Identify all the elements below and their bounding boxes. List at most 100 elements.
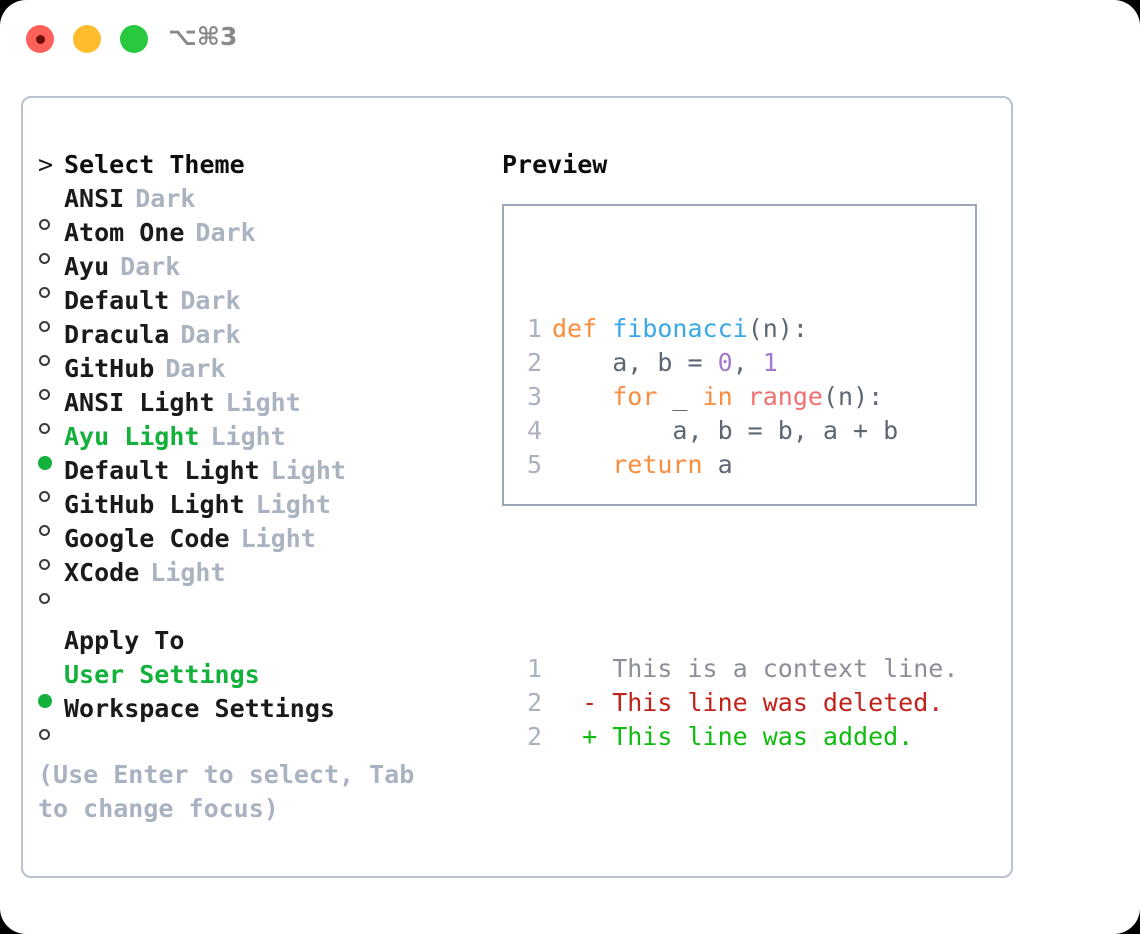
code-token bbox=[552, 382, 612, 411]
theme-name: Ayu bbox=[64, 252, 110, 281]
preview-title: Preview bbox=[502, 150, 608, 179]
diff-lines: 1 This is a context line.2 - This line w… bbox=[520, 652, 958, 754]
line-number: 3 bbox=[526, 382, 542, 411]
theme-variant-badge: Dark bbox=[195, 218, 256, 247]
close-button[interactable] bbox=[26, 25, 54, 53]
select-theme-title: Select Theme bbox=[64, 150, 245, 179]
prompt-arrow-icon: > bbox=[38, 150, 54, 179]
maximize-button[interactable] bbox=[120, 25, 148, 53]
theme-name: Default bbox=[64, 286, 170, 315]
code-token: (n): bbox=[822, 382, 884, 411]
code-token: , bbox=[732, 348, 763, 377]
theme-name: XCode bbox=[64, 558, 140, 587]
theme-variant-badge: Light bbox=[150, 558, 226, 587]
theme-variant-badge: Dark bbox=[180, 320, 241, 349]
apply-to-option-user-settings[interactable]: User Settings bbox=[38, 658, 488, 708]
theme-variant-badge: Light bbox=[255, 490, 331, 519]
apply-to-header: Apply To bbox=[38, 624, 488, 658]
code-token: _ bbox=[657, 382, 703, 411]
line-number: 1 bbox=[526, 654, 542, 683]
theme-option-ansi-light[interactable]: ANSI Light Light bbox=[38, 386, 488, 434]
theme-variant-badge: Light bbox=[240, 524, 316, 553]
code-line: 5 return a bbox=[520, 448, 958, 482]
theme-option-atom-one[interactable]: Atom One Dark bbox=[38, 216, 488, 264]
theme-name: Dracula bbox=[64, 320, 170, 349]
diff-text: This is a context line. bbox=[552, 654, 959, 683]
code-line: 2 a, b = 0, 1 bbox=[520, 346, 958, 380]
code-diff-separator bbox=[520, 550, 958, 584]
theme-name: GitHub Light bbox=[64, 490, 245, 519]
title-bar: ⌥⌘3 bbox=[0, 0, 1140, 78]
theme-option-google-code[interactable]: Google Code Light bbox=[38, 522, 488, 570]
theme-variant-badge: Dark bbox=[180, 286, 241, 315]
theme-variant-badge: Light bbox=[270, 456, 346, 485]
theme-variant-badge: Dark bbox=[135, 184, 196, 213]
minimize-button[interactable] bbox=[73, 25, 101, 53]
code-token: 1 bbox=[762, 348, 778, 377]
code-token: a bbox=[702, 450, 733, 479]
theme-option-xcode[interactable]: XCode Light bbox=[38, 556, 488, 604]
theme-option-dracula[interactable]: Dracula Dark bbox=[38, 318, 488, 366]
code-token bbox=[597, 314, 612, 343]
code-token: 0 bbox=[717, 348, 733, 377]
line-number: 2 bbox=[526, 348, 542, 377]
theme-option-default-light[interactable]: Default Light Light bbox=[38, 454, 488, 502]
apply-to-label: User Settings bbox=[64, 660, 260, 689]
diff-line-del: 2 - This line was deleted. bbox=[520, 686, 958, 720]
code-token: range bbox=[747, 382, 823, 411]
theme-name: Ayu Light bbox=[64, 422, 200, 451]
theme-variant-badge: Light bbox=[225, 388, 301, 417]
code-token: fibonacci bbox=[612, 314, 748, 343]
code-line: 3 for _ in range(n): bbox=[520, 380, 958, 414]
code-token: return bbox=[612, 450, 703, 479]
apply-to-option-workspace-settings[interactable]: Workspace Settings bbox=[38, 692, 488, 740]
theme-option-github-light[interactable]: GitHub Light Light bbox=[38, 488, 488, 536]
theme-name: GitHub bbox=[64, 354, 155, 383]
code-token bbox=[733, 382, 748, 411]
theme-variant-badge: Dark bbox=[120, 252, 181, 281]
theme-option-ayu[interactable]: Ayu Dark bbox=[38, 250, 488, 298]
theme-name: Atom One bbox=[64, 218, 185, 247]
apply-to-title: Apply To bbox=[64, 626, 185, 655]
code-token: in bbox=[702, 382, 733, 411]
theme-name: Default Light bbox=[64, 456, 260, 485]
diff-text: + This line was added. bbox=[552, 722, 914, 751]
code-token: def bbox=[552, 314, 598, 343]
keyboard-hint-text: (Use Enter to select, Tab to change focu… bbox=[38, 760, 415, 823]
code-token bbox=[552, 450, 612, 479]
line-number: 4 bbox=[526, 416, 542, 445]
diff-line-ctx: 1 This is a context line. bbox=[520, 652, 958, 686]
diff-text: - This line was deleted. bbox=[552, 688, 944, 717]
apply-to-label: Workspace Settings bbox=[64, 694, 335, 723]
code-token: (n): bbox=[747, 314, 808, 343]
line-number: 5 bbox=[526, 450, 542, 479]
section-spacer bbox=[38, 590, 488, 624]
window-controls bbox=[26, 25, 148, 53]
theme-option-ayu-light[interactable]: Ayu Light Light bbox=[38, 420, 488, 470]
diff-line-add: 2 + This line was added. bbox=[520, 720, 958, 754]
select-theme-header: > Select Theme bbox=[38, 148, 488, 182]
keyboard-shortcut-label: ⌥⌘3 bbox=[168, 22, 238, 51]
code-token: a, b = b, a + b bbox=[552, 416, 899, 445]
theme-variant-badge: Dark bbox=[165, 354, 226, 383]
code-line: 4 a, b = b, a + b bbox=[520, 414, 958, 448]
theme-option-default[interactable]: Default Dark bbox=[38, 284, 488, 332]
theme-name: ANSI Light bbox=[64, 388, 215, 417]
theme-variant-badge: Light bbox=[210, 422, 286, 451]
line-number: 2 bbox=[526, 688, 542, 717]
code-token: a, b = bbox=[552, 348, 718, 377]
line-number: 2 bbox=[526, 722, 542, 751]
theme-option-github[interactable]: GitHub Dark bbox=[38, 352, 488, 400]
theme-name: Google Code bbox=[64, 524, 230, 553]
